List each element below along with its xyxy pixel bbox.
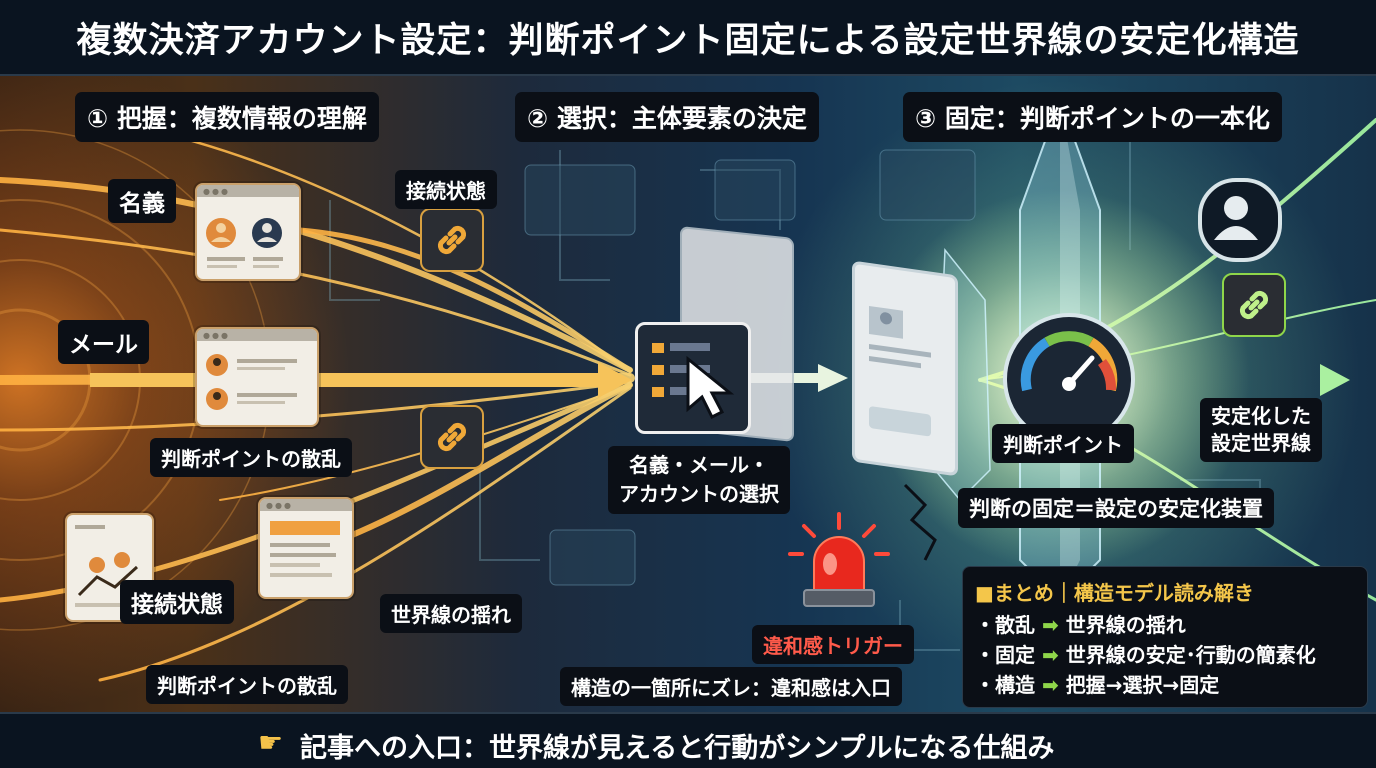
summary-heading: ■まとめ｜構造モデル読み解き — [975, 581, 1254, 605]
selection-caption-line2: アカウントの選択 — [619, 482, 779, 506]
profile-card-name: ●●● — [195, 183, 301, 281]
stable-line1: 安定化した — [1211, 404, 1311, 428]
summary-from: 散乱 — [995, 613, 1035, 637]
summary-row: ・散乱 ➡ 世界線の揺れ — [975, 609, 1186, 638]
green-arrowhead — [1320, 364, 1350, 396]
right-profile-panel — [852, 260, 958, 477]
step-1-label: ① 把握：複数情報の理解 — [75, 92, 379, 142]
list-card: ●●● — [258, 497, 354, 599]
scatter-label-bottom: 判断ポイントの散乱 — [146, 665, 348, 704]
summary-row: ・構造 ➡ 把握→選択→固定 — [975, 669, 1219, 698]
fixed-device-label: 判断の固定＝設定の安定化装置 — [958, 488, 1274, 528]
scatter-label-mid: 判断ポイントの散乱 — [150, 438, 352, 477]
judgment-point-label: 判断ポイント — [992, 424, 1134, 463]
summary-to: 世界線の揺れ — [1065, 613, 1186, 637]
chain-link-icon — [420, 208, 484, 272]
chain-link-icon — [1222, 273, 1286, 337]
selection-caption-line1: 名義・メール・ — [629, 453, 769, 477]
summary-bullet: ・ — [975, 643, 995, 667]
crack-mark — [903, 483, 937, 561]
summary-from: 固定 — [995, 643, 1035, 667]
stable-worldline-label: 安定化した 設定世界線 — [1200, 398, 1322, 462]
summary-from: 構造 — [995, 673, 1035, 697]
user-avatar-icon — [1198, 178, 1282, 262]
summary-row: ・固定 ➡ 世界線の安定･行動の簡素化 — [975, 639, 1316, 668]
summary-bullet: ・ — [975, 613, 995, 637]
step-2-label: ② 選択：主体要素の決定 — [515, 92, 819, 142]
step-3-label: ③ 固定：判断ポイントの一本化 — [903, 92, 1282, 142]
right-arrow-icon: ➡ — [1041, 613, 1066, 637]
worldline-wobble-label: 世界線の揺れ — [380, 594, 522, 633]
mouse-cursor-icon — [686, 355, 735, 420]
summary-to: 世界線の安定･行動の簡素化 — [1065, 643, 1316, 667]
right-arrow-icon: ➡ — [1041, 643, 1066, 667]
pointing-hand-icon: ☛ — [258, 726, 284, 759]
summary-box: ■まとめ｜構造モデル読み解き ・散乱 ➡ 世界線の揺れ ・固定 ➡ 世界線の安定… — [962, 566, 1368, 708]
profile-card-mail: ●●● — [195, 327, 319, 427]
selection-caption: 名義・メール・ アカウントの選択 — [608, 446, 790, 514]
chain-link-icon — [420, 405, 484, 469]
right-arrow-icon: ➡ — [1041, 673, 1066, 697]
gap-label: 構造の一箇所にズレ：違和感は入口 — [560, 667, 902, 706]
stable-line2: 設定世界線 — [1211, 431, 1311, 455]
header: 複数決済アカウント設定：判断ポイント固定による設定世界線の安定化構造 — [0, 0, 1376, 76]
faint-panels — [524, 149, 976, 586]
footer-text: 記事への入口：世界線が見えると行動がシンプルになる仕組み — [300, 733, 1055, 764]
footer-banner: ☛ 記事への入口：世界線が見えると行動がシンプルになる仕組み — [0, 712, 1376, 768]
red-siren-icon — [788, 512, 890, 607]
selection-panel — [635, 322, 751, 434]
name-label: 名義 — [108, 179, 176, 223]
orange-arrowhead — [598, 362, 632, 398]
alert-trigger-label: 違和感トリガー — [752, 625, 914, 664]
connection-label-top: 接続状態 — [395, 170, 497, 209]
summary-to: 把握→選択→固定 — [1065, 673, 1220, 697]
middle-arrowhead — [818, 364, 848, 392]
connection-label-bottom: 接続状態 — [120, 580, 234, 624]
mail-label: メール — [58, 320, 149, 364]
summary-bullet: ・ — [975, 673, 995, 697]
page-title: 複数決済アカウント設定：判断ポイント固定による設定世界線の安定化構造 — [76, 21, 1300, 61]
